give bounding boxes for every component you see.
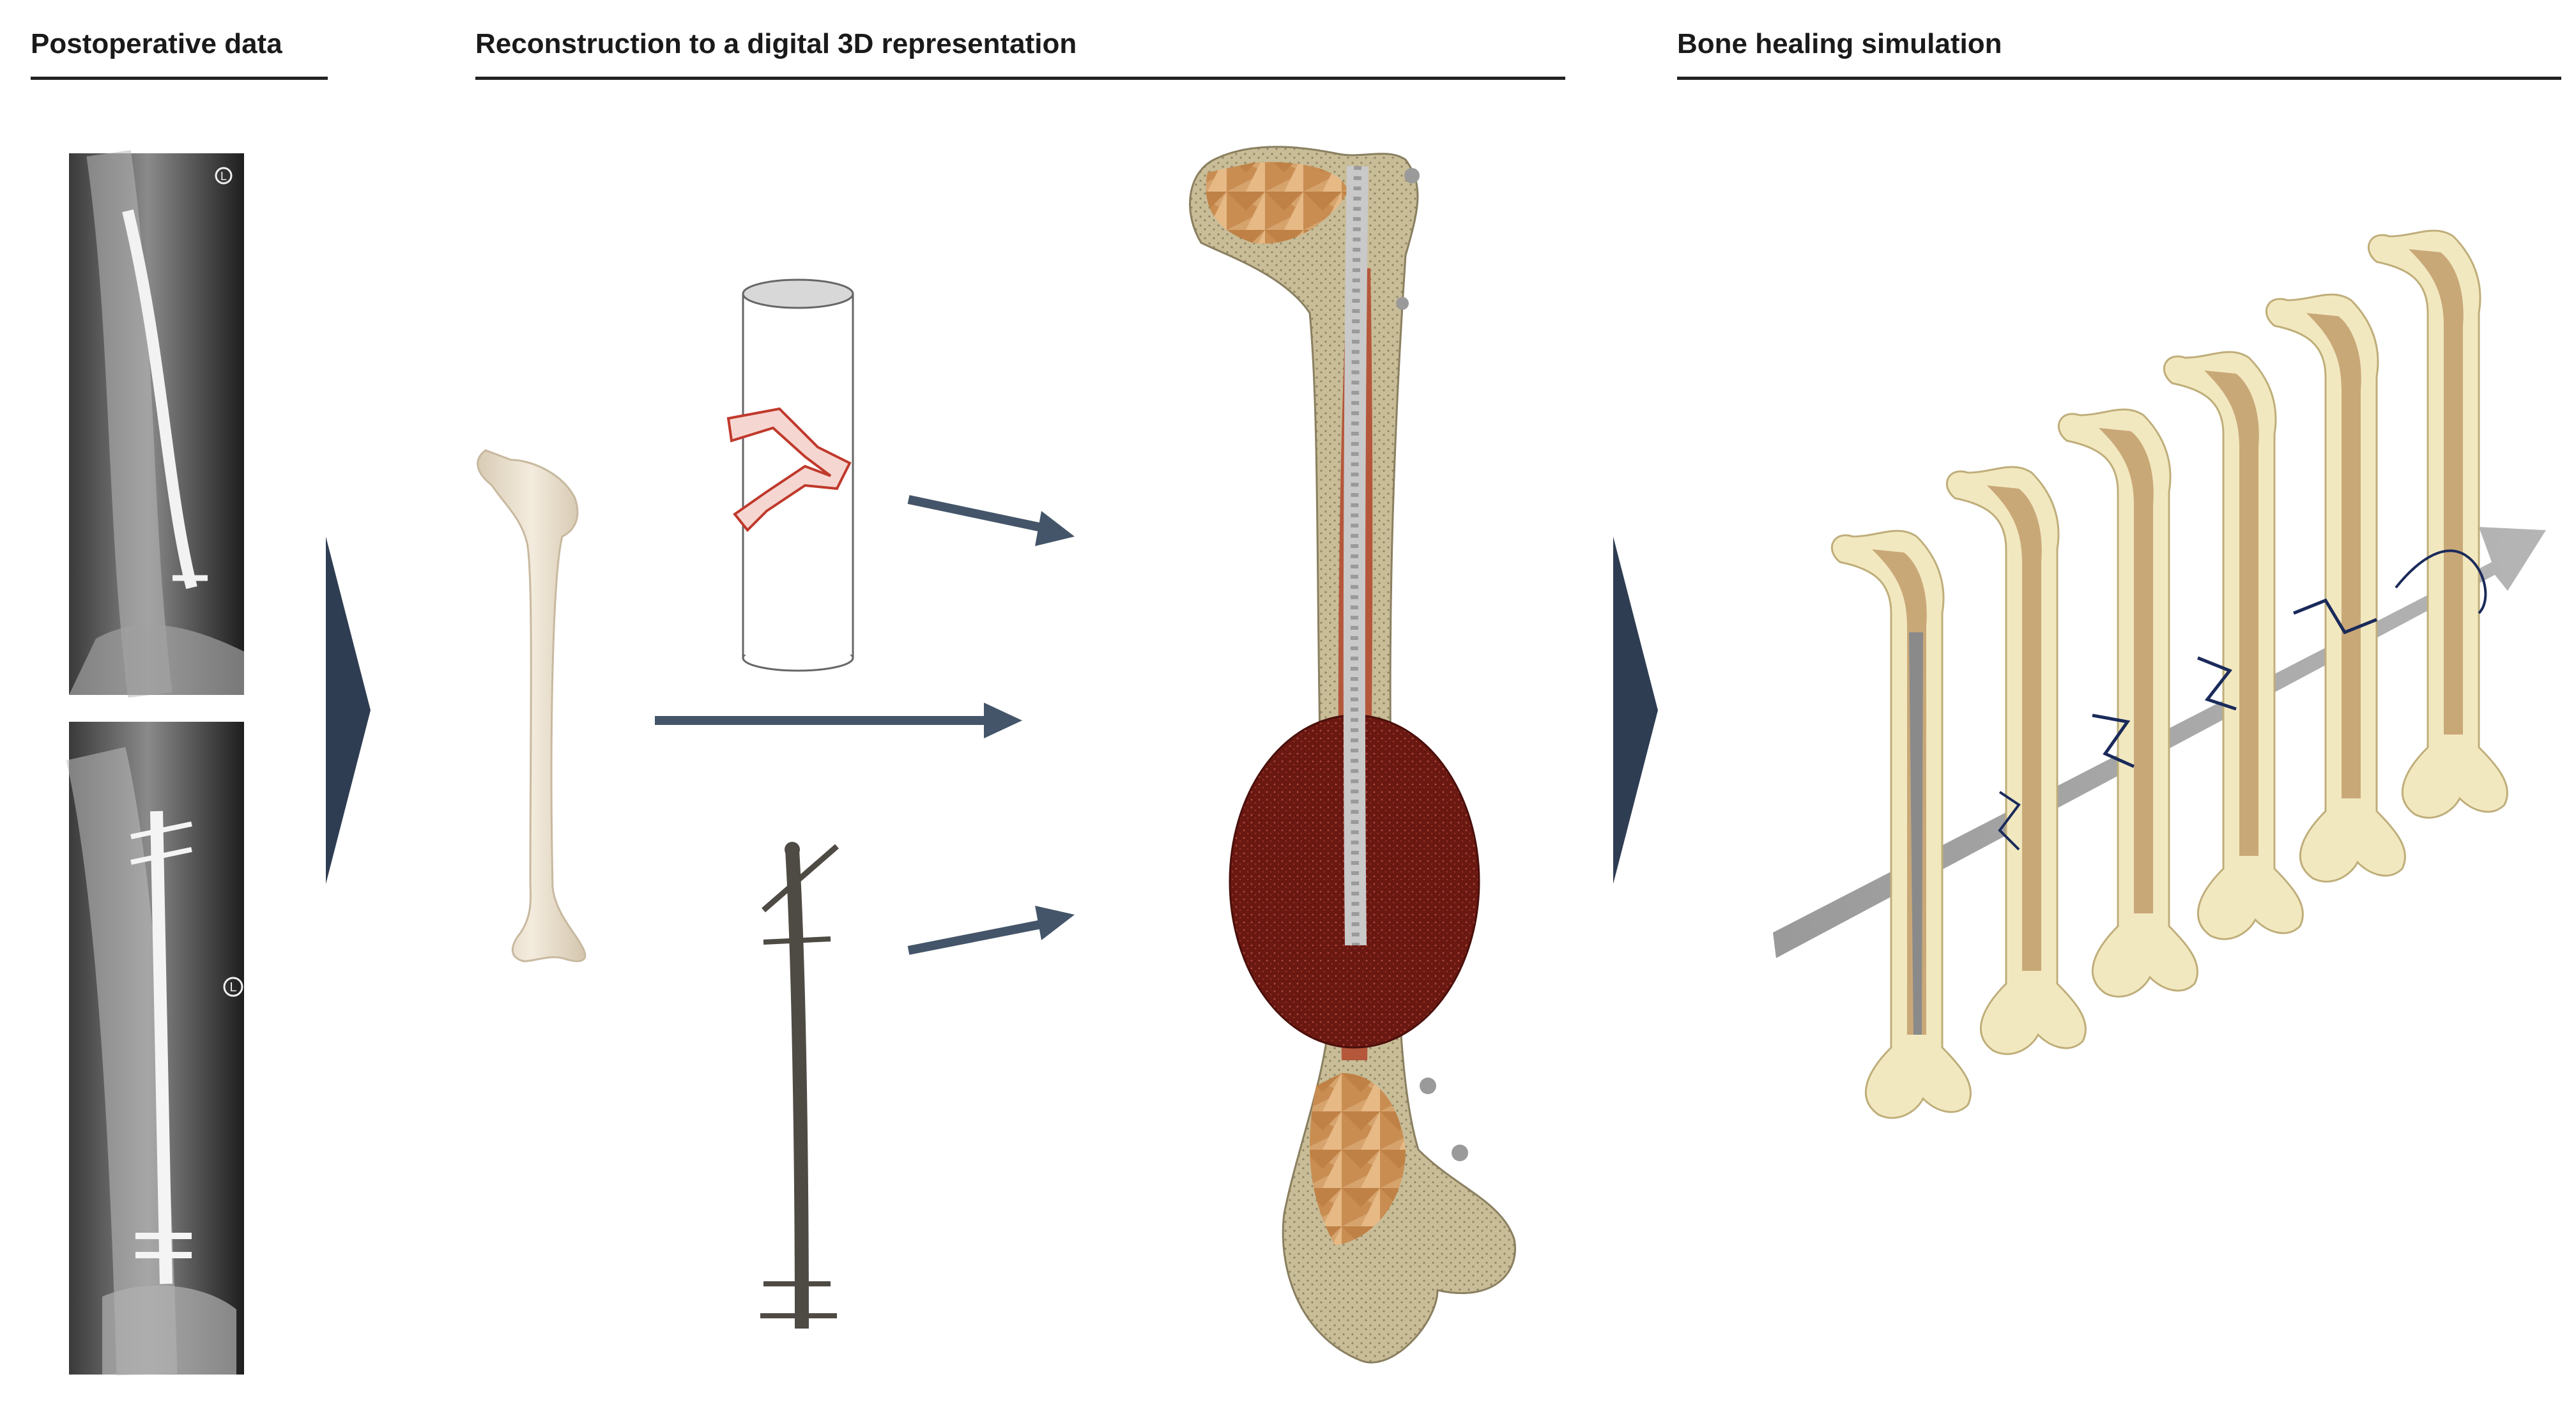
section-title-reconstruction: Reconstruction to a digital 3D represent… [475,28,1077,59]
section-title-healing: Bone healing simulation [1677,28,2002,59]
section-rule-postoperative [31,77,328,80]
section-rule-reconstruction [475,77,1565,80]
femur-bone-model [477,449,586,963]
divider-chevron [326,537,371,884]
divider-chevron [1613,537,1658,884]
intramedullary-nail [760,842,839,1329]
flow-arrow [907,906,1075,955]
healing-stage-section [2058,408,2198,998]
healing-stage-section [2266,293,2406,883]
flow-arrow [907,495,1075,546]
section-rule-healing [1677,77,2561,80]
healing-stage-section [1946,466,2087,1055]
healing-stage-section [2163,351,2304,940]
section-title-postoperative: Postoperative data [31,28,282,59]
healing-stage-section [2368,229,2508,819]
xray-ap-image: L [66,722,244,1376]
healing-stage-section [1831,530,1972,1119]
xray-side-marker: L [220,170,227,183]
meshed-femur-model [1189,146,1516,1364]
flow-arrow [655,703,1022,738]
xray-lateral-image: L [69,150,244,698]
xray-side-marker: L [229,980,236,994]
fracture-geometry-cylinder [726,278,855,672]
